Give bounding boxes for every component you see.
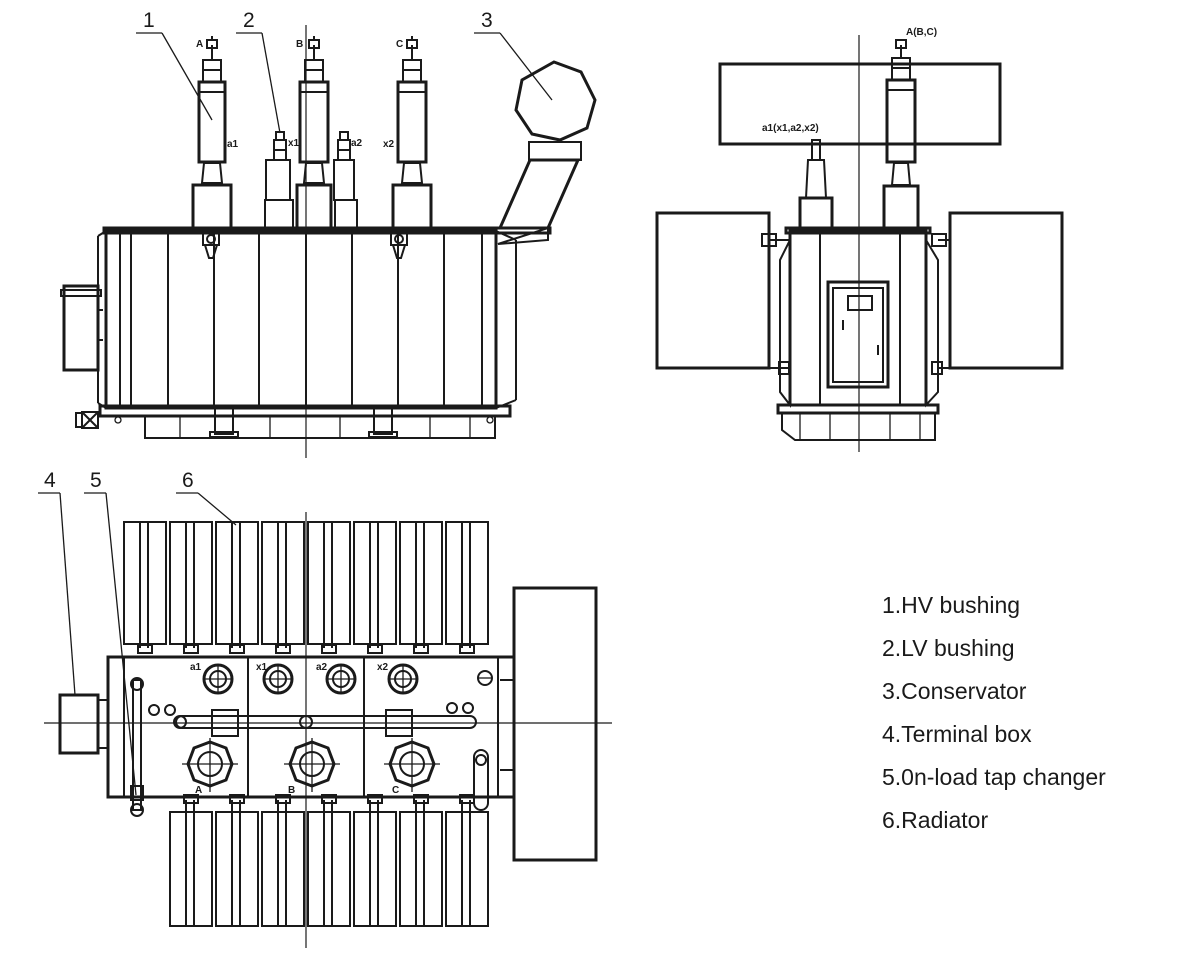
tank-ribs [119, 233, 483, 406]
top-hv-bushings [182, 738, 440, 792]
top-hv-label-a: A [195, 785, 202, 796]
callout-6: 6 [176, 469, 237, 526]
lv-bushing-a2 [337, 131, 351, 161]
conservator-front [497, 60, 597, 245]
top-lv-label-a2: a2 [316, 662, 328, 673]
svg-text:1: 1 [143, 9, 155, 32]
callout-3: 3 [474, 9, 553, 101]
phase-label-a: A [196, 39, 203, 50]
legend-item-tap-changer: 5.0n-load tap changer [882, 764, 1106, 790]
legend-item-radiator: 6.Radiator [882, 807, 989, 833]
legend-item-hv-bushing: 1.HV bushing [882, 592, 1021, 618]
hv-bushing-b [298, 36, 330, 184]
svg-text:4: 4 [44, 469, 56, 492]
lv-label-x1: x1 [288, 138, 300, 149]
svg-text:3: 3 [481, 9, 493, 32]
legend-item-lv-bushing: 2.LV bushing [882, 635, 1015, 661]
tap-changer-top [130, 677, 144, 817]
lv-label-a2: a2 [351, 138, 363, 149]
callout-2: 2 [236, 9, 281, 134]
svg-text:2: 2 [243, 9, 255, 32]
top-lv-bushings [202, 663, 493, 695]
radiators-bottom [169, 800, 489, 927]
side-lv-bushing [798, 139, 834, 232]
lifting-lug-icon [202, 232, 408, 259]
top-lv-label-a1: a1 [190, 662, 202, 673]
side-view: A(B,C) a1(x1,a2,x2) [655, 27, 1064, 452]
legend: 1.HV bushing 2.LV bushing 3.Conservator … [882, 587, 1106, 845]
legend-item-conservator: 3.Conservator [882, 678, 1027, 704]
top-lv-label-x1: x1 [256, 662, 268, 673]
side-hv-label: A(B,C) [906, 27, 937, 38]
phase-label-c: C [396, 39, 403, 50]
hv-bushing-a [197, 36, 227, 184]
top-view: a1 x1 a2 x2 A B C 4 5 6 [38, 469, 612, 948]
callout-4: 4 [38, 469, 76, 696]
legend-item-terminal-box: 4.Terminal box [882, 721, 1032, 747]
svg-text:6: 6 [182, 469, 194, 492]
lv-bushing-x1 [273, 131, 287, 161]
svg-text:5: 5 [90, 469, 102, 492]
top-hv-label-b: B [288, 785, 295, 796]
callout-5: 5 [84, 469, 137, 796]
lv-label-a1: a1 [227, 139, 239, 150]
front-view: A B C a1 x1 a2 x2 1 2 3 [60, 9, 597, 458]
terminal-box-top [58, 693, 109, 755]
terminal-box-front [60, 284, 103, 372]
lv-label-x2: x2 [383, 139, 395, 150]
top-hv-label-c: C [392, 785, 399, 796]
drain-valve-icon [75, 411, 99, 429]
hv-bushing-c [396, 36, 428, 184]
radiators-top [123, 521, 489, 648]
phase-label-b: B [296, 39, 303, 50]
top-lv-label-x2: x2 [377, 662, 389, 673]
callout-1: 1 [136, 9, 213, 121]
side-hv-bushing [882, 39, 920, 232]
side-lv-label: a1(x1,a2,x2) [762, 123, 819, 134]
